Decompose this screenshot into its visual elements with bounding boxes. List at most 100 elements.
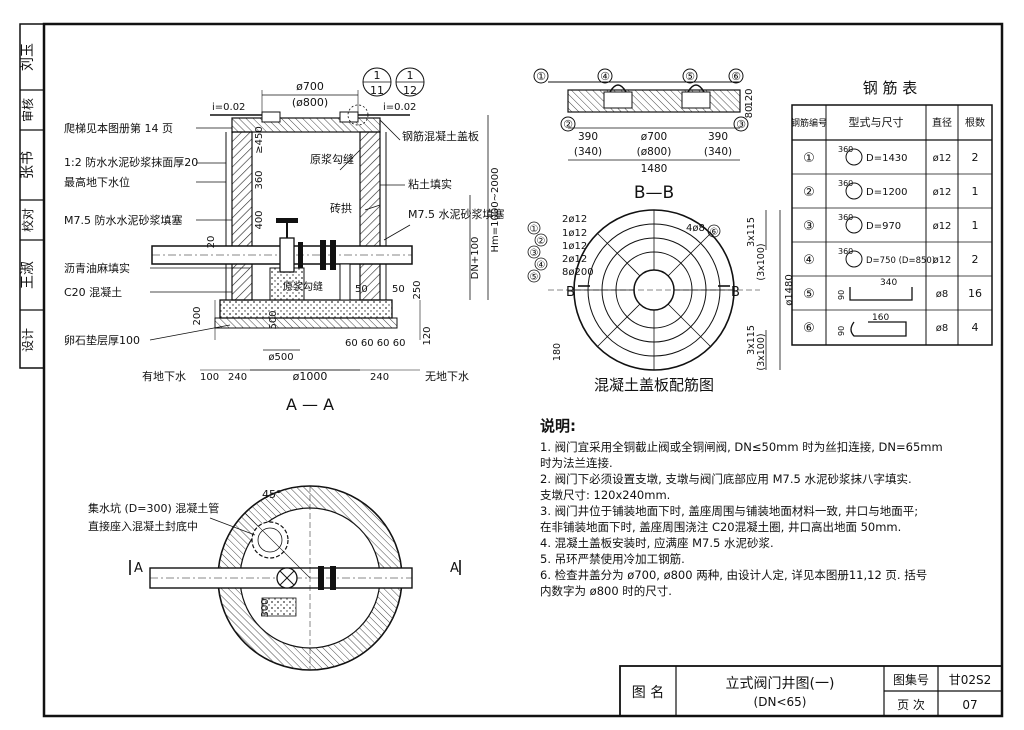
bb-dim-d700: ø700 (641, 131, 667, 143)
design-sign: 王淑 (20, 261, 36, 289)
rebar-header-dia: 直径 (932, 116, 952, 129)
bb-dim-340a: (340) (574, 146, 602, 158)
slab-section-mark-left: B (566, 285, 575, 300)
rebar-no: ① (803, 151, 815, 166)
slab-label-1: 2ø12 (562, 214, 587, 225)
label-without-gw: 无地下水 (425, 370, 469, 383)
slab-label-4: 2ø12 (562, 254, 587, 265)
rebar-table: 钢 筋 表 钢筋编号 型式与尺寸 直径 根数 ① 360 D=1430 ø12 … (791, 79, 993, 346)
rebar-count: 2 (972, 151, 979, 164)
dim-hm: Hm=1000~2000 (490, 168, 501, 253)
dim-h20: 20 (206, 236, 217, 249)
dim-h120: 120 (422, 326, 433, 345)
ring-shape-icon (845, 182, 863, 200)
label-brick: 砖拱 (330, 201, 352, 215)
review-label: 审核 (20, 98, 35, 122)
bb-marker-1: ① (536, 70, 546, 83)
rebar-angle: 360 (838, 247, 853, 256)
slab-label-6: 4ø8 (686, 223, 705, 234)
callout2-bottom: 12 (403, 84, 417, 97)
rebar-no: ③ (803, 219, 815, 234)
label-concrete: C20 混凝土 (64, 285, 122, 299)
rebar-table-title: 钢 筋 表 (863, 79, 918, 97)
label-joint2: 原浆勾缝 (283, 280, 323, 293)
slope-right: i=0.02 (383, 102, 416, 113)
slab-label-3: 1ø12 (562, 241, 587, 252)
rebar-row-5: ⑤ 90 340 ø8 16 (803, 278, 982, 302)
callout1-bottom: 11 (370, 84, 384, 97)
label-cover: 钢筋混凝土盖板 (402, 129, 479, 143)
hook-shape-icon (850, 321, 907, 337)
label-with-gw: 有地下水 (142, 369, 186, 383)
bb-dim-d800: (ø800) (637, 146, 672, 158)
bb-dim-1480: 1480 (641, 163, 668, 175)
rebar-shape: 340 (880, 278, 897, 288)
dim-h500: 500 (268, 310, 279, 329)
dim-d1000: ø1000 (293, 370, 328, 383)
bb-dim-390a: 390 (578, 131, 598, 143)
callout1-top: 1 (374, 69, 381, 82)
label-joint1: 原浆勾缝 (310, 152, 354, 166)
rebar-row-4: ④ 360 D=750 (D=850) ø12 2 (803, 247, 978, 268)
notes: 说明: 1. 阀门宜采用全铜截止阀或全铜闸阀, DN≤50mm 时为丝扣连接, … (540, 415, 990, 599)
slab-section-mark-right: B (731, 285, 740, 300)
dim-h450: ≥450 (254, 126, 265, 153)
dim-d700: ø700 (296, 80, 324, 93)
rebar-row-2: ② 360 D=1200 ø12 1 (803, 179, 978, 200)
bb-dim-120: 120 (744, 88, 755, 107)
note-line: 2. 阀门下必须设置支墩, 支墩与阀门底部应用 M7.5 水泥砂浆抹八字填实. (540, 472, 912, 486)
bb-dim-340b: (340) (704, 146, 732, 158)
rebar-angle: 90 (837, 326, 846, 336)
rebar-count: 4 (972, 321, 979, 334)
rebar-count: 16 (968, 287, 982, 300)
drawing-title: 立式阀门井图(一) (726, 676, 835, 692)
plan-section-mark-left: A (134, 561, 143, 576)
label-mortar-fill: M7.5 防水水泥砂浆填塞 (64, 213, 182, 227)
title-name-label: 图 名 (632, 685, 664, 701)
dim-d800: (ø800) (292, 96, 328, 109)
label-m75: M7.5 水泥砂浆填塞 (408, 207, 504, 221)
page-label: 页 次 (897, 698, 925, 712)
slab-dim-3x100b: (3x100) (756, 333, 767, 370)
slab-title: 混凝土盖板配筋图 (594, 376, 714, 394)
rebar-no: ④ (803, 253, 815, 268)
rebar-angle: 360 (838, 213, 853, 222)
ring-shape-icon (845, 250, 863, 268)
note-line: 5. 吊环严禁使用冷加工钢筋. (540, 552, 685, 566)
slab-marker-1: ① (530, 224, 539, 235)
slab-dim-180: 180 (552, 343, 563, 361)
rebar-no: ⑥ (803, 321, 815, 336)
label-clay: 粘土填实 (408, 177, 452, 191)
rebar-shape: 160 (872, 313, 889, 323)
check-sign: 张书 (20, 151, 36, 179)
plan-section-mark-right: A (450, 561, 459, 576)
note-line: 支墩尺寸: 120x240mm. (540, 488, 671, 502)
rebar-shape: D=1430 (866, 153, 908, 164)
dim-d500: ø500 (268, 352, 293, 363)
slab-marker-5: ⑤ (530, 272, 539, 283)
rebar-header-shape: 型式与尺寸 (849, 115, 904, 129)
section-aa-title: A — A (286, 395, 334, 414)
rebar-shape: D=1200 (866, 187, 908, 198)
rebar-shape: D=970 (866, 221, 901, 232)
rebar-row-1: ① 360 D=1430 ø12 2 (803, 145, 978, 166)
dim-w100: 100 (200, 372, 219, 383)
dim-w240a: 240 (228, 372, 247, 383)
check-label: 校对 (20, 208, 35, 232)
label-gravel: 卵石垫层厚100 (64, 333, 140, 347)
bb-dim-390b: 390 (708, 131, 728, 143)
rebar-no: ② (803, 185, 815, 200)
rebar-row-3: ③ 360 D=970 ø12 1 (803, 213, 978, 234)
bb-marker-3: ③ (736, 118, 746, 131)
label-gw-level: 最高地下水位 (64, 175, 130, 189)
bb-marker-6: ⑥ (731, 70, 741, 83)
slab-label-5: 8ø200 (562, 267, 594, 278)
stirrup-shape-icon (849, 287, 913, 301)
rebar-dia: ø8 (936, 323, 948, 334)
note-line: 内数字为 ø800 时的尺寸. (540, 584, 672, 598)
notes-title: 说明: (540, 417, 576, 435)
atlas-label: 图集号 (893, 672, 929, 687)
dim-h50: 50 (392, 284, 405, 295)
drawing-subtitle: (DN<65) (754, 695, 807, 709)
bb-marker-5: ⑤ (685, 70, 695, 83)
